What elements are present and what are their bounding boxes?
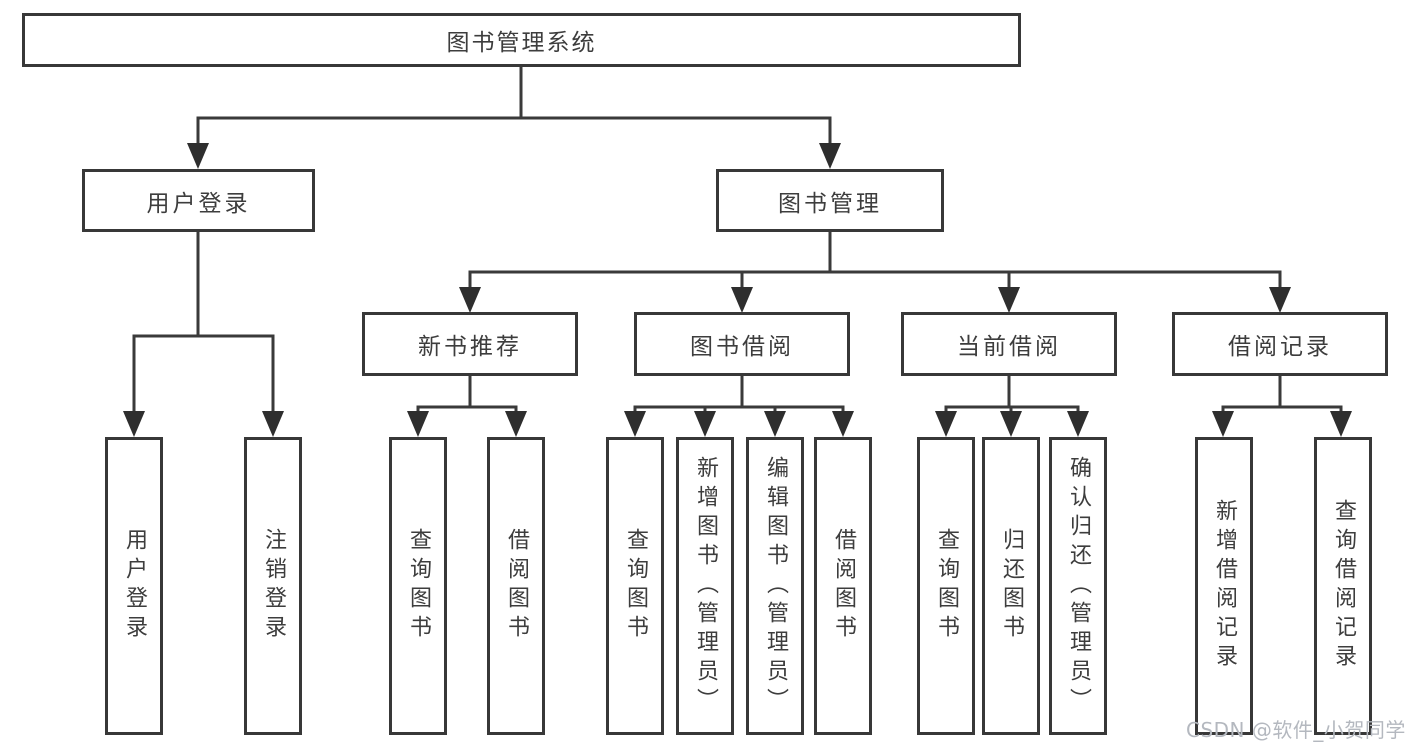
node-new-book-recommendation: 新书推荐 <box>362 312 578 376</box>
node-library-management-system: 图书管理系统 <box>22 13 1021 67</box>
leaf-borrow-book-recommend: 借阅图书 <box>487 437 545 735</box>
leaf-add-borrowing-record: 新增借阅记录 <box>1195 437 1253 735</box>
leaf-borrow-book-borrowing: 借阅图书 <box>814 437 872 735</box>
node-current-borrowing: 当前借阅 <box>901 312 1117 376</box>
node-user-login: 用户登录 <box>82 169 315 232</box>
node-book-management: 图书管理 <box>716 169 944 232</box>
leaf-query-book-recommend: 查询图书 <box>389 437 447 735</box>
leaf-edit-book-admin: 编辑图书（管理员） <box>746 437 804 735</box>
leaf-add-book-admin: 新增图书（管理员） <box>676 437 734 735</box>
leaf-query-book-borrowing: 查询图书 <box>606 437 664 735</box>
leaf-query-borrowing-record: 查询借阅记录 <box>1314 437 1372 735</box>
leaf-confirm-return-admin: 确认归还（管理员） <box>1049 437 1107 735</box>
node-borrowing-records: 借阅记录 <box>1172 312 1388 376</box>
leaf-logout: 注销登录 <box>244 437 302 735</box>
leaf-user-login: 用户登录 <box>105 437 163 735</box>
node-book-borrowing: 图书借阅 <box>634 312 850 376</box>
leaf-return-book: 归还图书 <box>982 437 1040 735</box>
csdn-watermark: CSDN @软件_小贺同学 <box>1186 718 1405 742</box>
leaf-query-book-current: 查询图书 <box>917 437 975 735</box>
